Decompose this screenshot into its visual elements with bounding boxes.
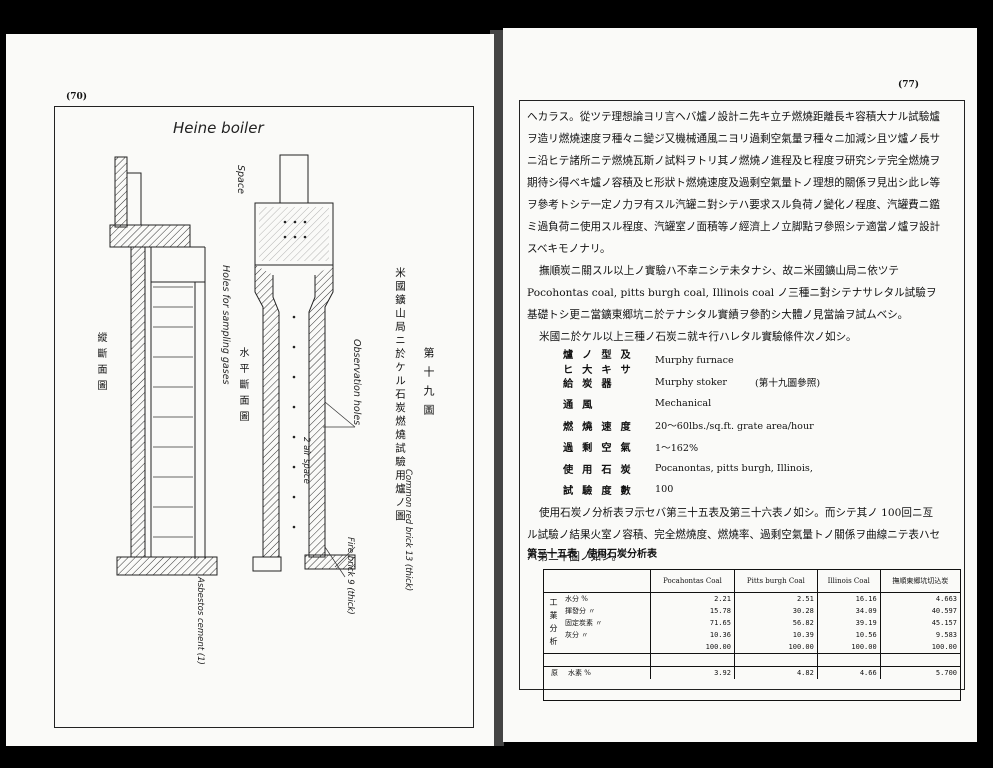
paragraph-3: 米國ニ於ケル以上三種ノ石炭ニ就キ行ハレタル實驗條件次ノ如シ。 bbox=[539, 331, 857, 343]
label-common-brick: Common red brick 13 (thick) bbox=[403, 469, 413, 592]
view-label-left: 縱斷面圖 bbox=[95, 332, 106, 396]
label-fire-brick: Fire brick 9 (thick) bbox=[345, 537, 355, 615]
text-frame bbox=[519, 100, 965, 690]
figure-frame: Heine boiler bbox=[54, 106, 474, 728]
figure-title: 米國鑛山局ニ於ケル石炭燃燒試驗用爐ノ圖 bbox=[394, 267, 406, 524]
label-sampling: Holes for sampling gases bbox=[220, 265, 231, 385]
coal-analysis-table: Pocahontas Coal Pitts burgh Coal Illinoi… bbox=[543, 569, 961, 701]
col-header: Pitts burgh Coal bbox=[733, 570, 818, 592]
page-number-left: (70) bbox=[66, 92, 88, 102]
table-row: 灰分 〃 10.36 10.39 10.56 9.583 bbox=[544, 628, 960, 641]
table-row: 工業分析水分 % 2.21 2.51 16.16 4.663 bbox=[544, 592, 960, 650]
drawing-title: Heine boiler bbox=[173, 119, 264, 137]
table-row: 固定炭素 〃 71.65 56.82 39.19 45.157 bbox=[544, 616, 960, 629]
paragraph-2: 撫順炭ニ關スル以上ノ實驗ハ不幸ニシテ未タナシ、故ニ米國鑛山局ニ依ツテ Pocoh… bbox=[527, 265, 937, 321]
paragraph-4: 使用石炭ノ分析表ヲ示セバ第三十五表及第三十六表ノ如シ。而シテ其ノ 100回ニ亙ル… bbox=[527, 507, 941, 563]
label-asbestos: Asbestos cement (1) bbox=[195, 577, 205, 665]
label-observation: Observation holes bbox=[351, 339, 362, 426]
horizontal-section-view bbox=[252, 154, 356, 578]
group-label: 工業分析 bbox=[549, 598, 558, 650]
col-header: 撫順東郷坑切込炭 bbox=[879, 570, 960, 592]
vertical-section-view bbox=[109, 156, 218, 576]
table-row: 原水素 % 3.92 4.82 4.66 5.700 bbox=[544, 666, 960, 679]
paragraph-1: ヘカラス。從ツテ理想論ヨリ言ヘバ爐ノ設計ニ先キ立チ燃燒距離長キ容積大ナル試驗爐ヲ… bbox=[527, 111, 941, 255]
label-spacer: Space bbox=[235, 165, 246, 194]
boiler-drawing bbox=[109, 154, 356, 578]
table-title: 第三十五表 使用石炭分析表 bbox=[527, 549, 657, 560]
col-header: Pocahontas Coal bbox=[650, 570, 735, 592]
table-row: 揮發分 〃 15.78 30.28 34.09 40.597 bbox=[544, 604, 960, 617]
right-page: (77) ヘカラス。從ツテ理想論ヨリ言ヘバ爐ノ設計ニ先キ立チ燃燒距離長キ容積大ナ… bbox=[503, 28, 977, 742]
figure-caption: 第十九圖 bbox=[422, 347, 435, 423]
label-air-space: 2 air space bbox=[301, 437, 311, 484]
col-header: Illinois Coal bbox=[816, 570, 881, 592]
left-page: (70) Heine boiler bbox=[6, 34, 494, 746]
view-label-right: 水平斷面圖 bbox=[237, 347, 248, 427]
table-row: 100.00 100.00 100.00 100.00 bbox=[544, 640, 960, 653]
page-number-right: (77) bbox=[898, 80, 920, 90]
